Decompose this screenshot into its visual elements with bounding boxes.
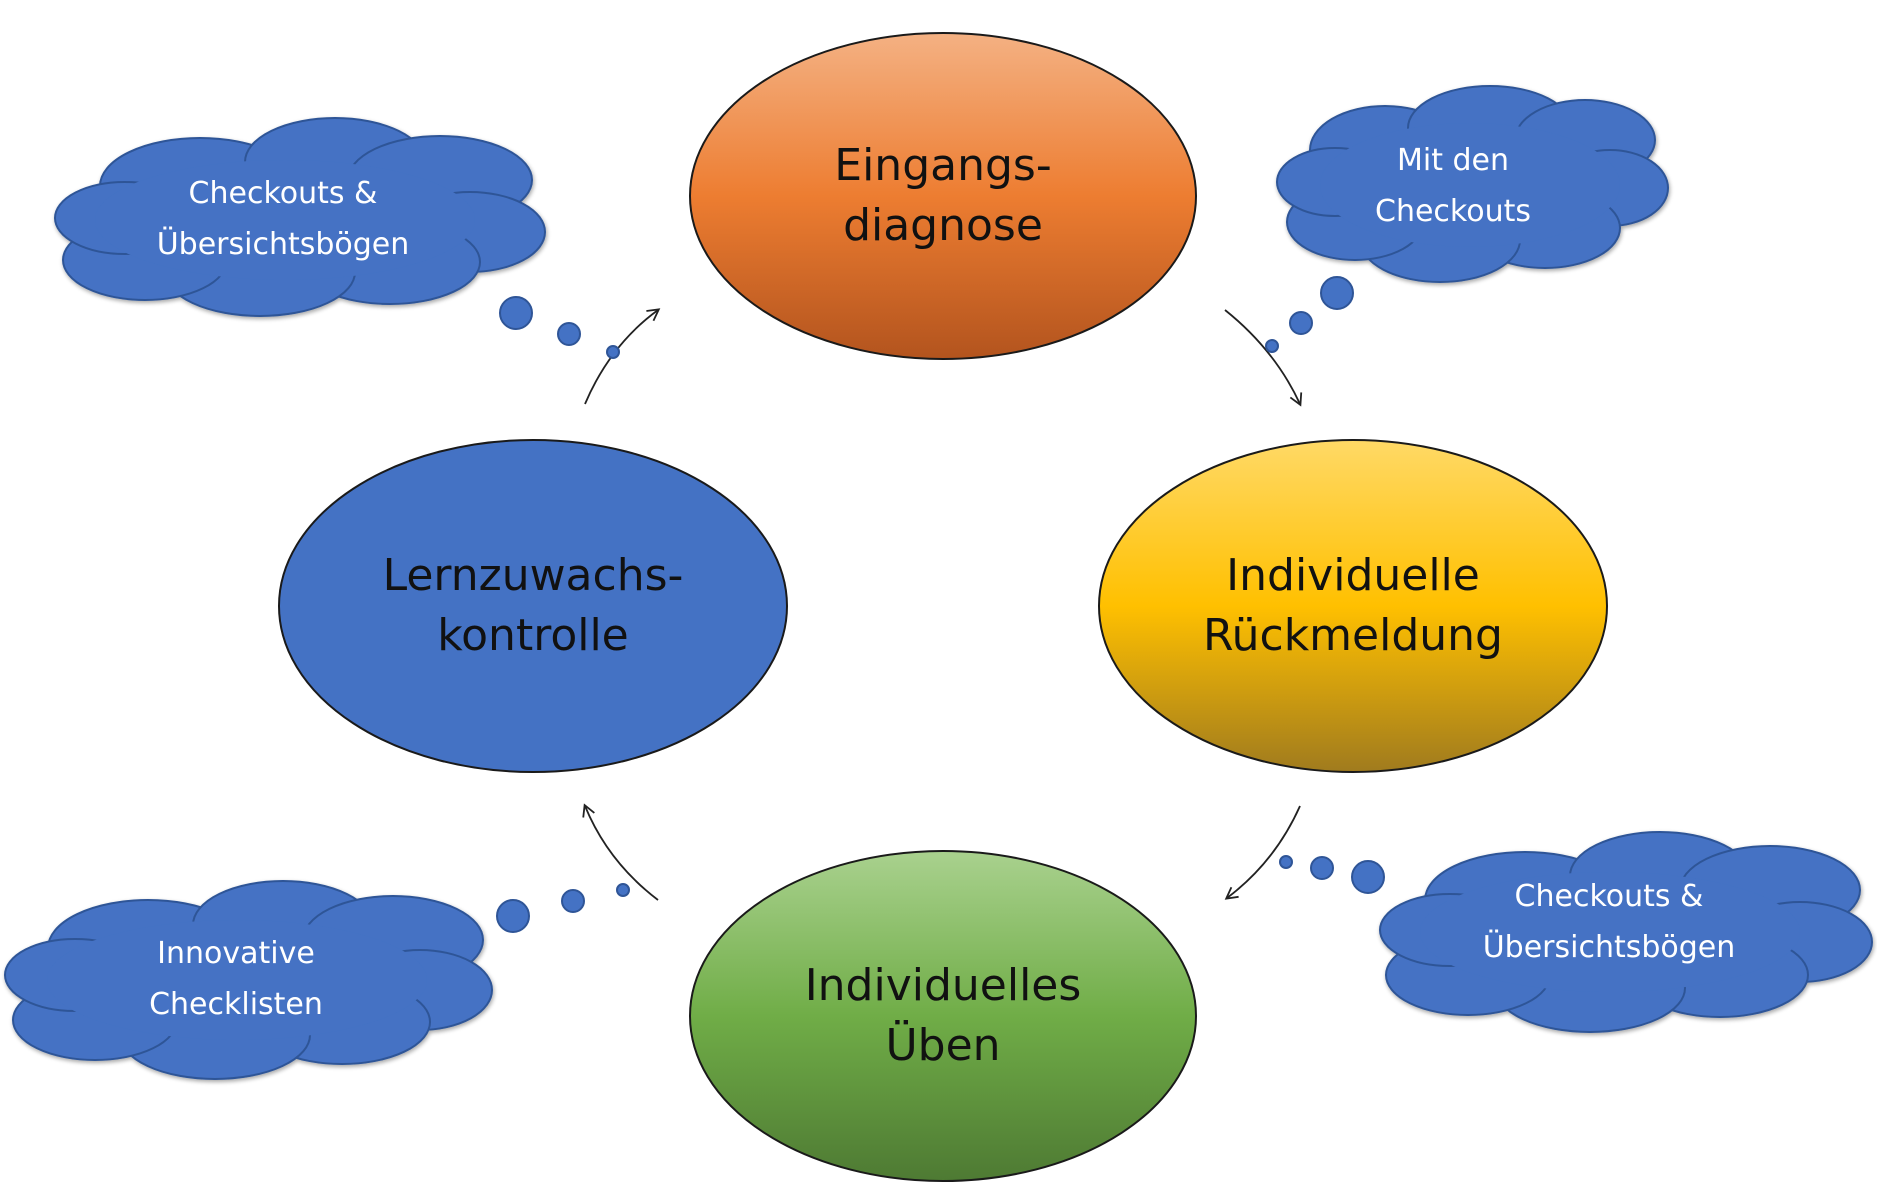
- cloud-top-left-bubbles: [499, 296, 620, 359]
- arrow-ueben-to-lernzuwachs: [582, 803, 659, 901]
- node-label-line-1: Eingangs-: [834, 140, 1051, 191]
- node-ellipse: [689, 32, 1197, 360]
- cloud-text-line-1: Checkouts &: [189, 176, 378, 211]
- cloud-shape: [4, 880, 493, 1080]
- node-label-line-1: Individuelles: [805, 960, 1082, 1011]
- node-label-line-2: Üben: [885, 1019, 1000, 1071]
- cloud-top-right-bubbles: [1265, 276, 1354, 353]
- cloud-top-left: Checkouts & Übersichtsbögen: [54, 117, 546, 317]
- cloud-bottom-left: Innovative Checklisten: [4, 880, 493, 1080]
- cloud-text-line-2: Checklisten: [149, 987, 323, 1022]
- cloud-bottom-right-bubbles: [1279, 855, 1385, 894]
- cloud-shape: [1276, 85, 1669, 283]
- cloud-shape: [54, 117, 546, 317]
- cloud-bottom-left-bubbles: [496, 883, 630, 933]
- node-label-line-2: diagnose: [843, 200, 1043, 251]
- node-label-line-2: Rückmeldung: [1203, 610, 1503, 661]
- cloud-bottom-right: Checkouts & Übersichtsbögen: [1379, 831, 1873, 1033]
- cloud-text-line-2: Übersichtsbögen: [1483, 929, 1736, 965]
- node-label-line-1: Individuelle: [1226, 550, 1480, 601]
- node-ellipse: [689, 850, 1197, 1182]
- cloud-top-right: Mit den Checkouts: [1276, 85, 1669, 283]
- node-lernzuwachskontrolle: Lernzuwachs- kontrolle: [278, 439, 788, 773]
- cloud-text-line-2: Übersichtsbögen: [157, 226, 410, 262]
- node-ellipse: [1098, 439, 1608, 773]
- node-rueckmeldung: Individuelle Rückmeldung: [1098, 439, 1608, 773]
- node-ellipse: [278, 439, 788, 773]
- cloud-text-line-1: Innovative: [157, 936, 315, 971]
- arrow-rueckmeldung-to-ueben: [1224, 805, 1301, 900]
- arrow-lernzuwachs-to-eingang: [584, 308, 661, 405]
- cloud-text-line-2: Checkouts: [1375, 194, 1531, 229]
- node-label-line-1: Lernzuwachs-: [383, 550, 684, 601]
- cloud-text-line-1: Checkouts &: [1515, 879, 1704, 914]
- node-ueben: Individuelles Üben: [689, 850, 1197, 1182]
- node-label-line-2: kontrolle: [437, 610, 629, 661]
- cloud-text-line-1: Mit den: [1397, 143, 1509, 178]
- arrow-eingang-to-rueckmeldung: [1224, 309, 1303, 407]
- node-eingangsdiagnose: Eingangs- diagnose: [689, 32, 1197, 360]
- cloud-shape: [1379, 831, 1873, 1033]
